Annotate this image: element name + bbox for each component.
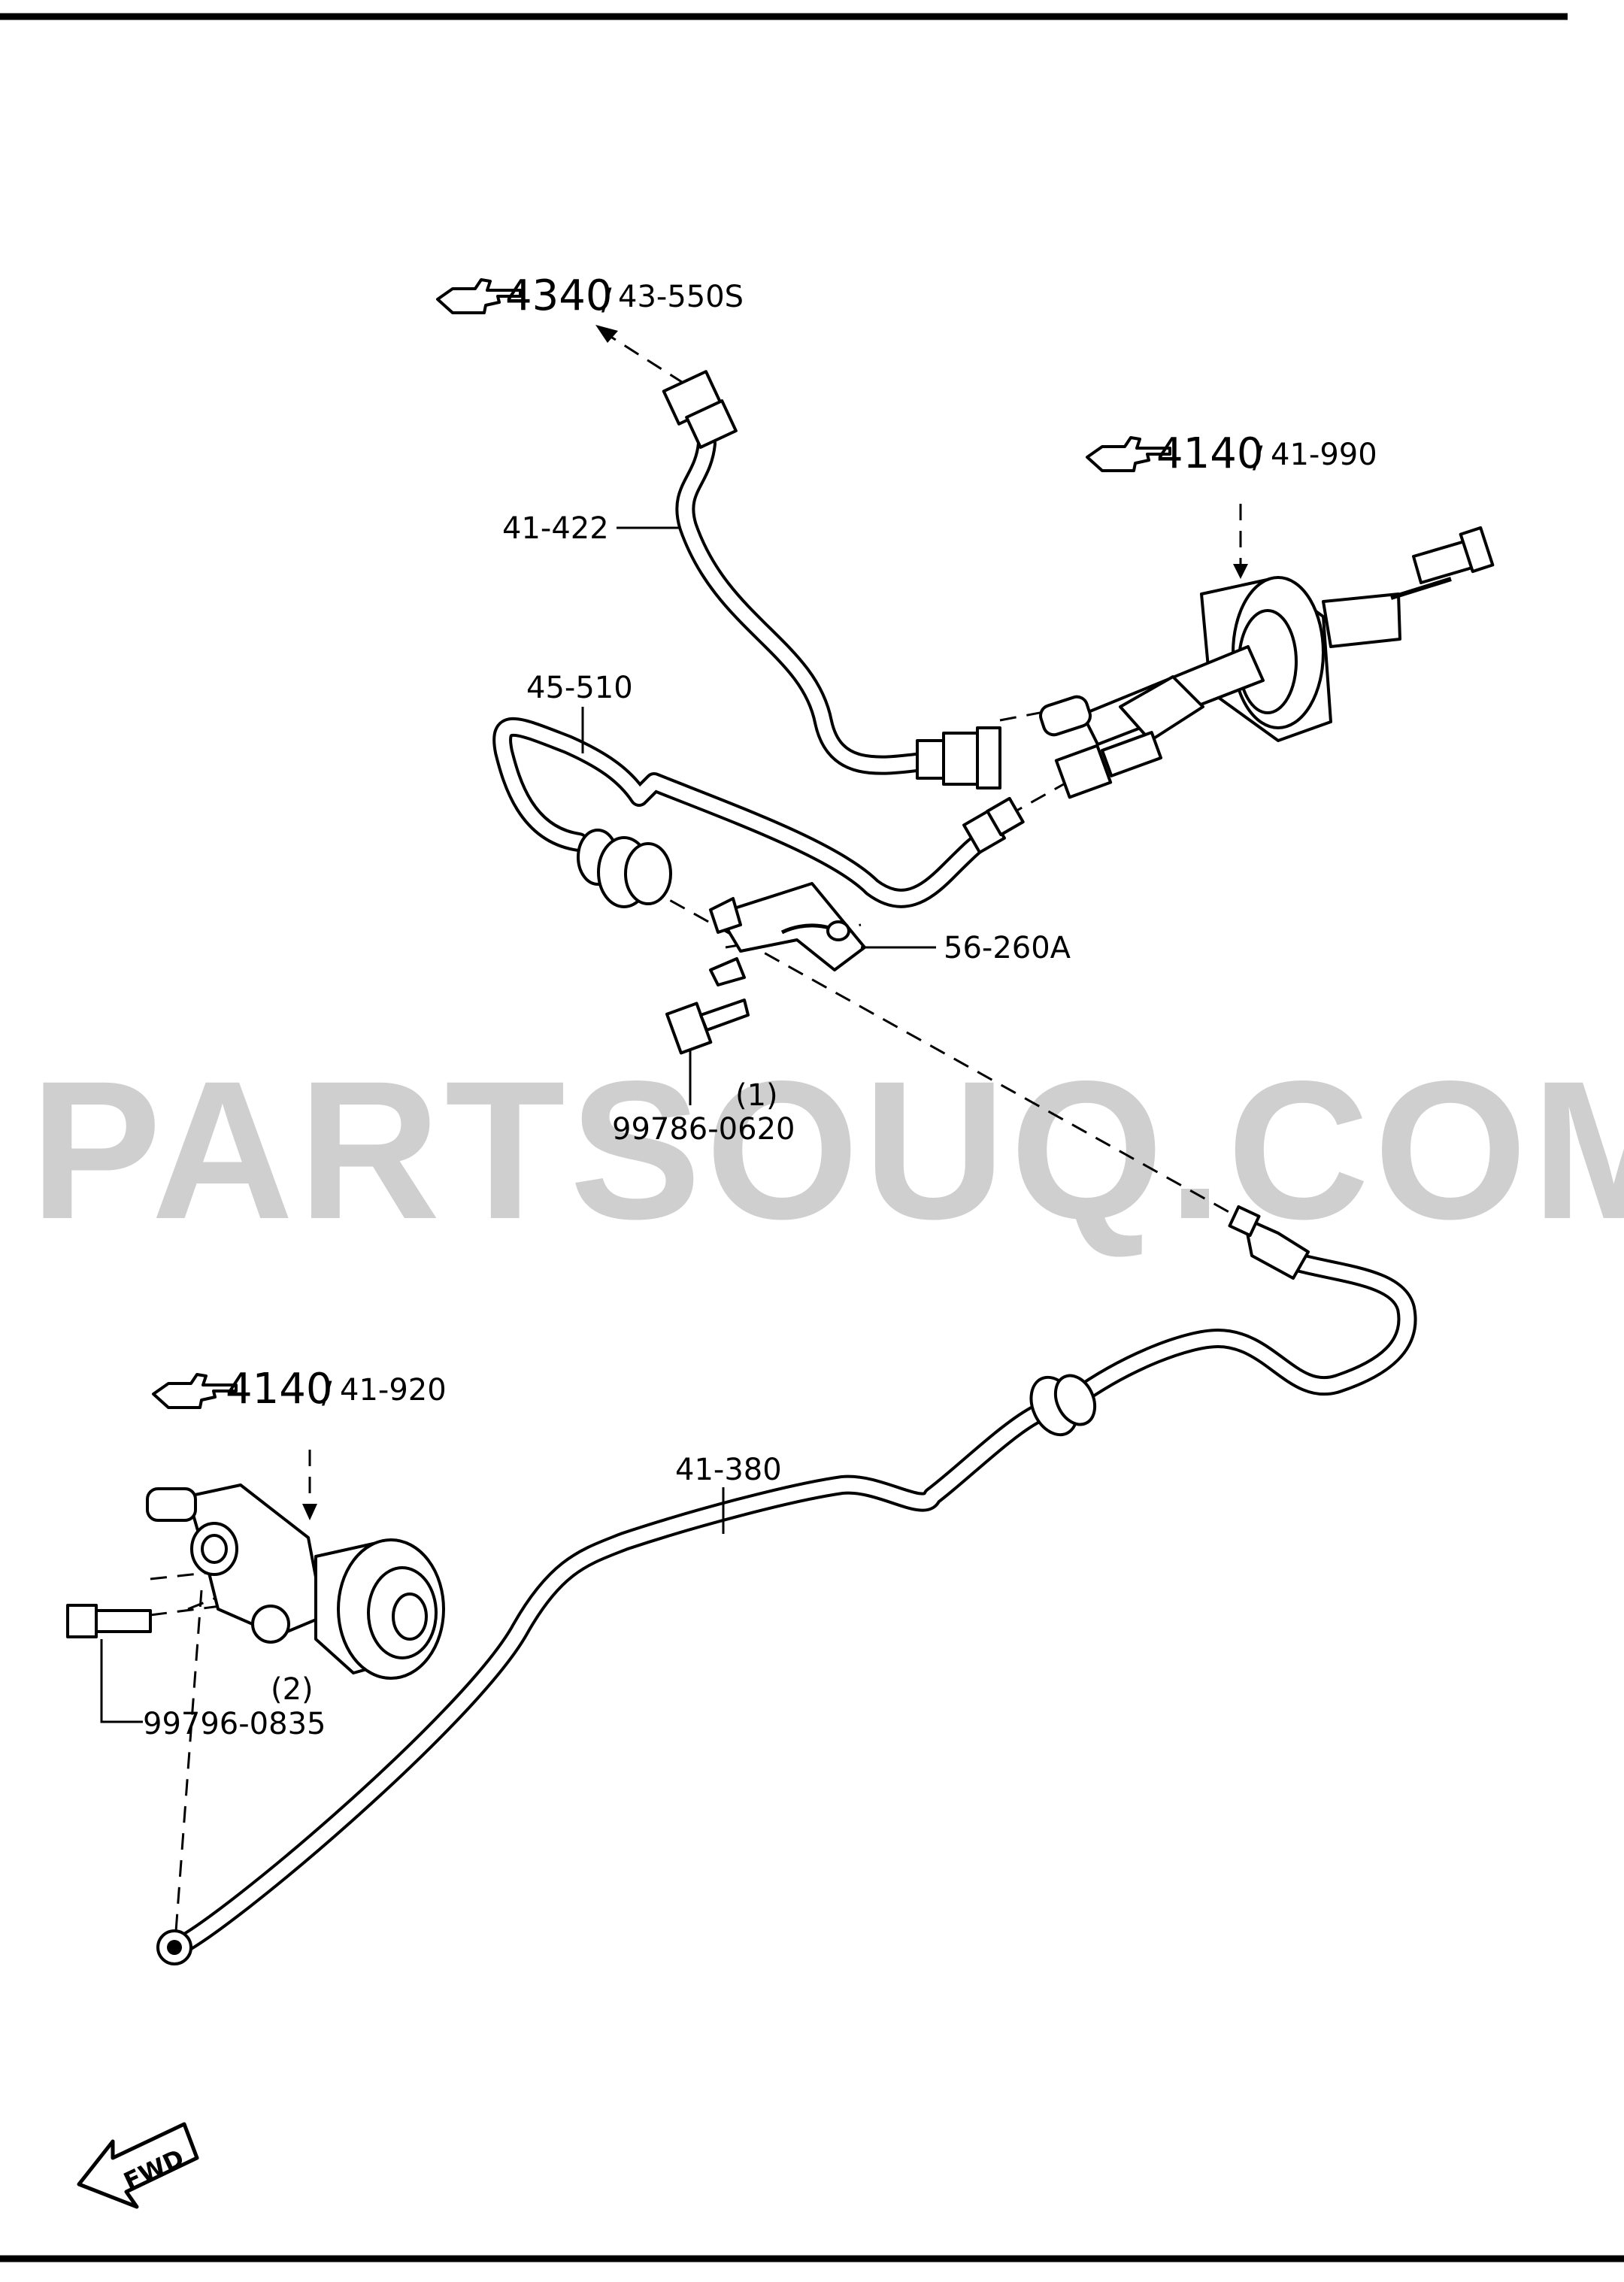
- clutch-pipe-45-510[interactable]: [492, 717, 1025, 908]
- part-number-45-510: 45-510: [526, 671, 633, 705]
- reference-separator: /: [322, 1376, 332, 1411]
- forward-direction-indicator: FWD: [77, 2122, 199, 2209]
- reference-sub-number: 41-920: [340, 1373, 447, 1408]
- reference-sub-number: 41-990: [1271, 438, 1377, 472]
- reference-4140-master[interactable]: 4140 / 41-990: [1086, 429, 1377, 478]
- pointing-hand-icon: [436, 278, 522, 314]
- part-number-41-422: 41-422: [502, 511, 609, 546]
- clutch-hose-41-422[interactable]: [662, 370, 1001, 789]
- reference-sub-number: 43-550S: [618, 280, 744, 314]
- leader-lines: [581, 526, 936, 1534]
- clutch-pipe-41-380[interactable]: [156, 1205, 1417, 1965]
- forward-arrow-icon: [77, 2122, 199, 2209]
- part-number-99796-0835: 99796-0835: [143, 1707, 326, 1741]
- part-number-56-260a: 56-260A: [944, 931, 1071, 965]
- reference-main-number: 4140: [226, 1365, 333, 1414]
- reference-separator: /: [1253, 441, 1263, 475]
- pointing-hand-icon: [1086, 436, 1171, 472]
- reference-4140-release[interactable]: 4140 / 41-920: [152, 1365, 447, 1414]
- reference-main-number: 4340: [505, 271, 613, 320]
- reference-separator: /: [601, 283, 612, 317]
- reference-4340[interactable]: 4340 / 43-550S: [436, 271, 744, 320]
- bolt-1-quantity: (1): [735, 1078, 778, 1113]
- bolt-99786-0620[interactable]: [665, 999, 750, 1105]
- bolt-2-quantity: (2): [271, 1672, 314, 1707]
- clutch-master-cylinder[interactable]: [1038, 526, 1495, 799]
- bolt-99796-0835[interactable]: [66, 1604, 152, 1723]
- bracket-56-260a[interactable]: [709, 882, 866, 986]
- part-number-41-380: 41-380: [675, 1453, 782, 1487]
- reference-main-number: 4140: [1156, 429, 1264, 478]
- pointing-hand-icon: [152, 1373, 238, 1409]
- clutch-release-cylinder[interactable]: [146, 1483, 445, 1680]
- part-number-99786-0620: 99786-0620: [612, 1112, 795, 1147]
- watermark-text: PARTSOUQ.COM: [30, 1040, 1624, 1260]
